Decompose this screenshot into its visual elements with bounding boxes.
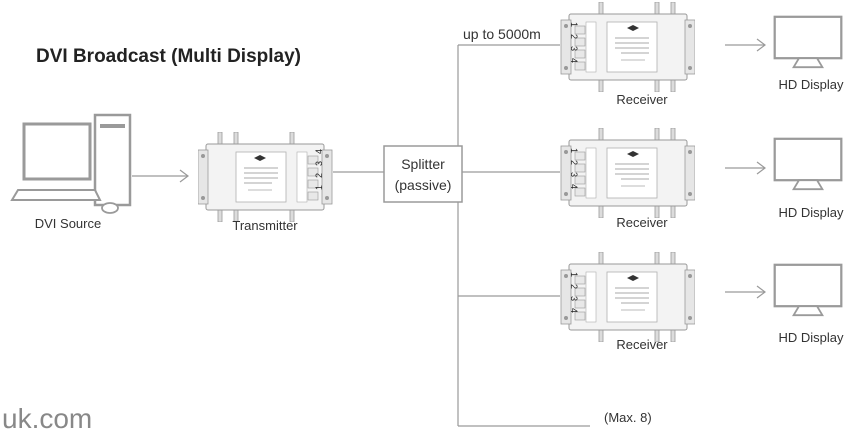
receiver-device-icon — [560, 2, 695, 92]
receiver-2-port-numbers: 1 2 3 4 — [569, 148, 579, 189]
dvi-source-label: DVI Source — [35, 216, 101, 231]
transmitter-device-icon — [198, 132, 333, 222]
port-number: 4 — [569, 184, 579, 189]
transmitter-port-numbers: 1 2 3 4 — [314, 149, 324, 190]
port-number: 4 — [569, 58, 579, 63]
port-number: 2 — [569, 34, 579, 39]
port-number: 3 — [314, 161, 324, 166]
monitor-icon — [773, 137, 843, 191]
arrow-head-icon — [756, 38, 766, 52]
port-number: 4 — [314, 149, 324, 154]
port-number: 2 — [569, 160, 579, 165]
port-number: 4 — [569, 308, 579, 313]
port-number: 3 — [569, 296, 579, 301]
receiver-1-port-numbers: 1 2 3 4 — [569, 22, 579, 63]
monitor-icon — [773, 263, 843, 317]
receiver-2-label: Receiver — [616, 215, 668, 230]
port-number: 3 — [569, 46, 579, 51]
splitter-passive-label: (passive) — [395, 177, 452, 193]
arrow-head-icon — [179, 169, 189, 183]
receiver-device-icon — [560, 252, 695, 342]
splitter-label: Splitter — [401, 156, 445, 172]
transmitter-label: Transmitter — [232, 218, 298, 233]
arrow-head-icon — [756, 161, 766, 175]
receiver-3-label: Receiver — [616, 337, 668, 352]
arrow-head-icon — [756, 285, 766, 299]
port-number: 1 — [569, 22, 579, 27]
watermark-text: uk.com — [2, 403, 92, 430]
distance-label: up to 5000m — [463, 26, 541, 42]
hd-display-3-label: HD Display — [778, 330, 844, 345]
port-number: 2 — [314, 173, 324, 178]
splitter-box — [383, 145, 463, 203]
receiver-device-icon — [560, 128, 695, 218]
hd-display-1-label: HD Display — [778, 77, 844, 92]
port-number: 2 — [569, 284, 579, 289]
port-number: 1 — [314, 185, 324, 190]
hd-display-2-label: HD Display — [778, 205, 844, 220]
receiver-3-port-numbers: 1 2 3 4 — [569, 272, 579, 313]
port-number: 1 — [569, 272, 579, 277]
receiver-1-label: Receiver — [616, 92, 668, 107]
max-receivers-label: (Max. 8) — [604, 410, 652, 425]
monitor-icon — [773, 15, 843, 69]
diagram-title: DVI Broadcast (Multi Display) — [36, 46, 301, 67]
computer-icon — [10, 113, 132, 214]
port-number: 3 — [569, 172, 579, 177]
port-number: 1 — [569, 148, 579, 153]
